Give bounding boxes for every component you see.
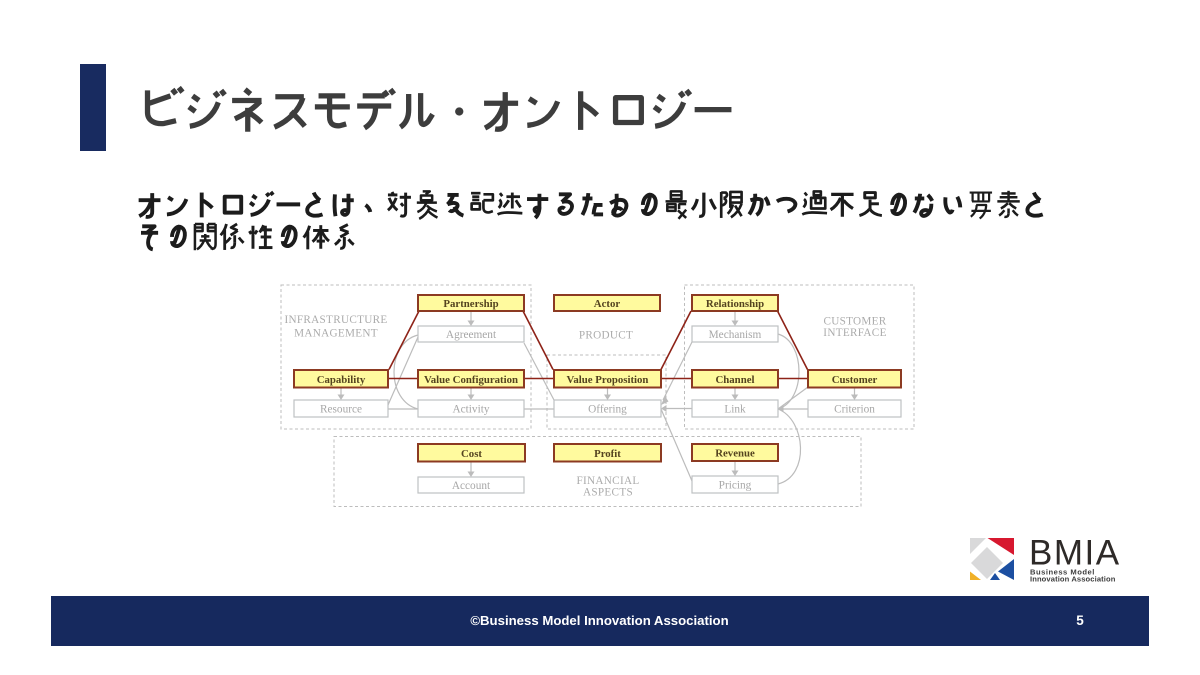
svg-text:Resource: Resource — [320, 404, 362, 416]
svg-text:Channel: Channel — [715, 374, 754, 386]
svg-text:Account: Account — [452, 480, 491, 492]
svg-text:INFRASTRUCTURE: INFRASTRUCTURE — [284, 314, 387, 326]
svg-text:Business Model: Business Model — [1030, 568, 1095, 577]
svg-text:Revenue: Revenue — [715, 448, 755, 460]
svg-text:Cost: Cost — [461, 448, 482, 460]
svg-text:PRODUCT: PRODUCT — [579, 330, 633, 342]
svg-text:Relationship: Relationship — [706, 298, 764, 310]
svg-text:FINANCIAL: FINANCIAL — [577, 475, 640, 487]
svg-text:Offering: Offering — [588, 404, 627, 416]
svg-text:Activity: Activity — [452, 404, 489, 416]
svg-text:Link: Link — [724, 404, 746, 416]
svg-text:Capability: Capability — [317, 374, 366, 386]
svg-text:Value Proposition: Value Proposition — [567, 374, 649, 386]
svg-text:Customer: Customer — [832, 374, 878, 386]
svg-text:Actor: Actor — [594, 298, 621, 310]
svg-text:Value Configuration: Value Configuration — [424, 374, 518, 386]
svg-text:Partnership: Partnership — [443, 298, 498, 310]
svg-text:ASPECTS: ASPECTS — [583, 487, 633, 499]
svg-text:INTERFACE: INTERFACE — [823, 327, 886, 339]
svg-text:Pricing: Pricing — [719, 480, 752, 492]
svg-text:Mechanism: Mechanism — [709, 329, 762, 341]
svg-text:Criterion: Criterion — [834, 404, 875, 416]
svg-text:Agreement: Agreement — [446, 329, 497, 341]
svg-text:MANAGEMENT: MANAGEMENT — [294, 328, 378, 340]
svg-text:CUSTOMER: CUSTOMER — [823, 316, 886, 328]
svg-text:Innovation Association: Innovation Association — [1030, 575, 1116, 584]
svg-text:Profit: Profit — [594, 448, 621, 460]
svg-text:BMIA: BMIA — [1029, 534, 1121, 573]
